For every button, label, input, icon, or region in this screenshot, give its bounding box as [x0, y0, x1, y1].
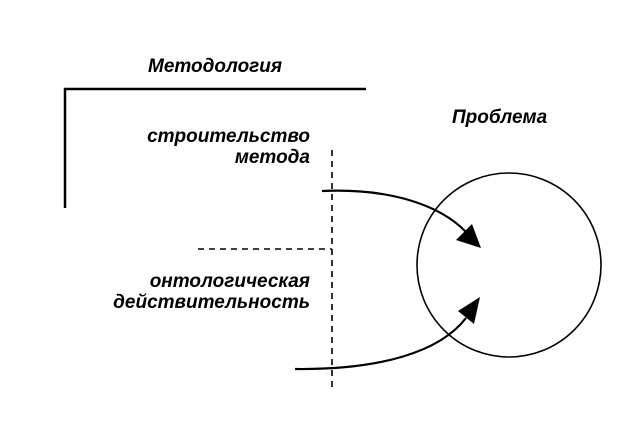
problem-label: Проблема — [452, 107, 548, 128]
methodology-label: Методология — [148, 56, 283, 77]
lower-arrowhead-icon — [458, 297, 480, 324]
lower-arrow-curve — [294, 317, 467, 371]
method-building-line2: метода — [234, 147, 310, 168]
ontological-reality-label: онтологическая действительность — [60, 271, 310, 313]
upper-arrow-curve — [321, 189, 467, 233]
upper-arrowhead-icon — [456, 224, 481, 248]
methodology-bracket — [63, 87, 366, 208]
problem-circle — [416, 172, 602, 358]
method-building-line1: строительство — [147, 126, 310, 147]
method-building-label: строительство метода — [100, 126, 310, 168]
ontological-line2: действительность — [113, 292, 310, 313]
ontological-line1: онтологическая — [149, 271, 310, 292]
